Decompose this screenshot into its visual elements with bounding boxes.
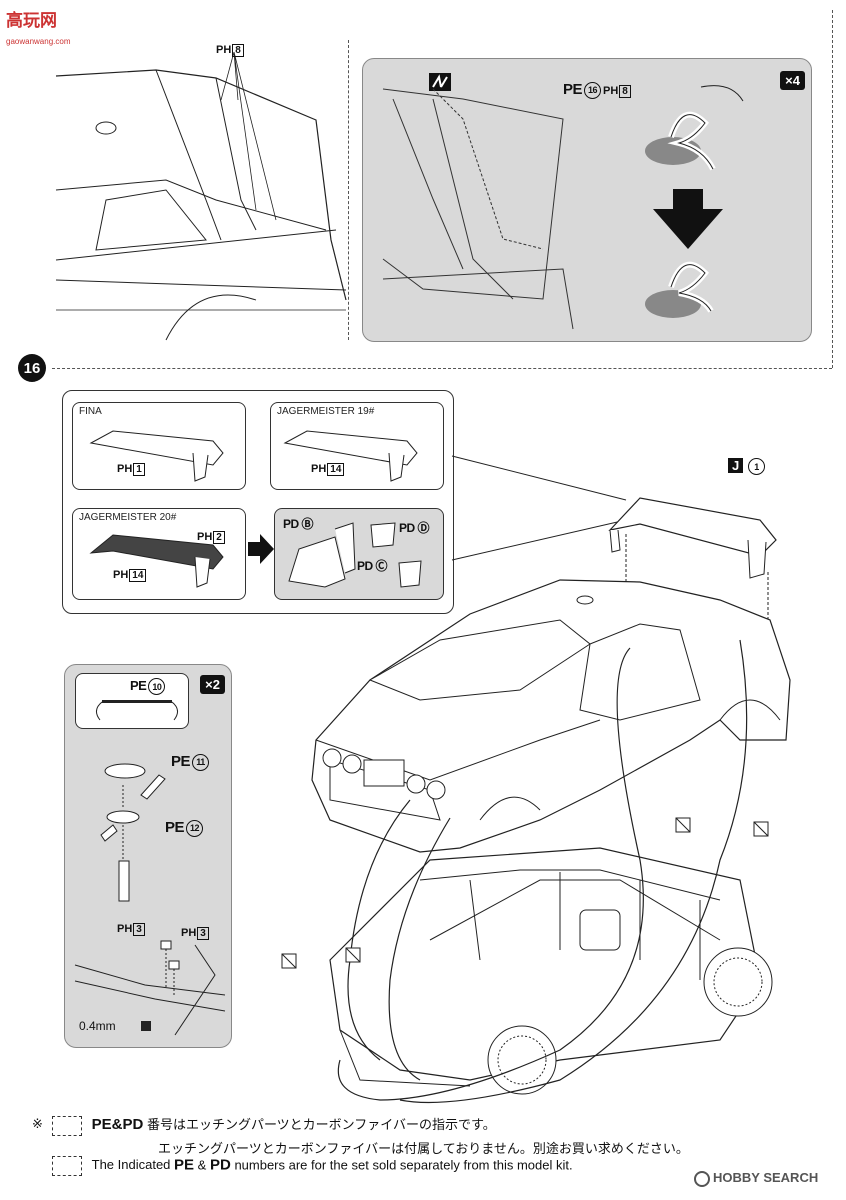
- dashed-box: [52, 1156, 82, 1176]
- drill-size-label: 0.4mm: [79, 1019, 116, 1033]
- pe-pd-prefix: PE&PD: [91, 1116, 144, 1133]
- note-en-line: The Indicated PE & PD numbers are for th…: [52, 1156, 573, 1176]
- note-mark: ※: [32, 1116, 43, 1131]
- option-title: JAGERMEISTER 20#: [79, 512, 177, 523]
- pe-parts-drawing: [74, 763, 226, 1036]
- pd-parts-drawing: [288, 522, 422, 588]
- wing-drawing: [89, 534, 224, 588]
- wing-drawing: [89, 430, 224, 482]
- multiplier-badge-x2: ×2: [200, 675, 225, 694]
- watermark-text: 高玩网: [6, 11, 57, 30]
- ph-number: 8: [232, 44, 244, 57]
- note-jp-line2: エッチングパーツとカーボンファイバーは付属しておりません。別途お買い求めください…: [158, 1141, 689, 1156]
- no-glue-icon: [281, 953, 297, 969]
- divider-horizontal: [52, 368, 832, 369]
- part-circle: 1: [748, 458, 766, 476]
- note-jp-line1: PE&PD 番号はエッチングパーツとカーボンファイバーの指示です。: [52, 1114, 496, 1136]
- flag-icon: [429, 73, 451, 91]
- divider-vertical-top: [348, 40, 349, 340]
- wing-drawing: [283, 430, 418, 482]
- option-title: JAGERMEISTER 19#: [277, 406, 375, 417]
- watermark-logo: 高玩网 gaowanwang.com: [6, 6, 70, 49]
- hobby-search-logo: HOBBY SEARCH: [694, 1170, 818, 1187]
- divider-vertical-right: [832, 10, 833, 368]
- dashed-box: [52, 1115, 82, 1136]
- logo-icon: [694, 1170, 710, 1187]
- option-title: FINA: [79, 406, 102, 417]
- pe-16-circle: 16: [584, 81, 602, 99]
- no-glue-icon: [753, 821, 769, 837]
- multiplier-badge: ×4: [780, 71, 805, 90]
- no-glue-icon: [675, 817, 691, 833]
- step-number-badge: 16: [18, 354, 46, 382]
- pd-b-label: PD Ⓑ: [283, 517, 314, 531]
- jp-text-1: 番号はエッチングパーツとカーボンファイバーの指示です。: [146, 1117, 496, 1132]
- part-letter: J: [728, 458, 744, 473]
- pd-c-label: PD Ⓒ: [357, 559, 388, 573]
- pe16-part-drawing: [645, 85, 744, 318]
- arrow-right-icon: [248, 534, 274, 564]
- pd-parts-panel: PD Ⓑ PD Ⓓ PD Ⓒ: [274, 508, 444, 600]
- car-rear-roof-drawing: [55, 51, 347, 341]
- spoiler-detail-drawing: [382, 88, 574, 330]
- pe10-drawing: [96, 700, 178, 721]
- pd-d-label: PD Ⓓ: [399, 521, 430, 535]
- watermark-sub: gaowanwang.com: [6, 37, 71, 46]
- no-glue-icon: [345, 947, 361, 963]
